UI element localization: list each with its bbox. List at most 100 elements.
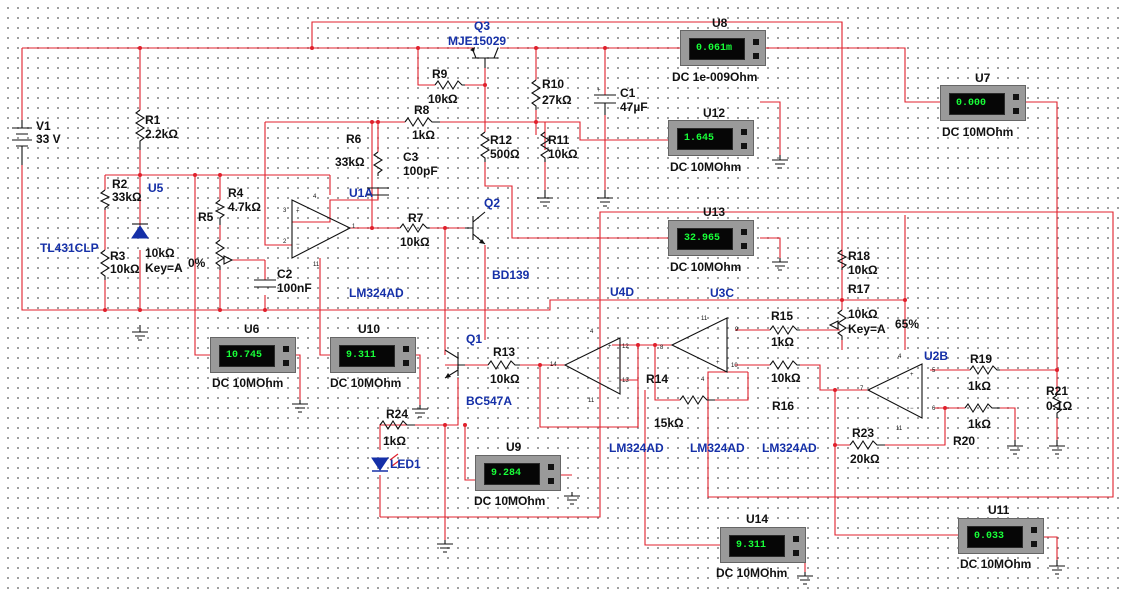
resistors[interactable] xyxy=(99,79,1063,451)
svg-text:−: − xyxy=(910,406,914,412)
meter-u14-reading: 9.311 xyxy=(736,540,767,551)
resistor-icon xyxy=(679,394,715,406)
resistor-icon xyxy=(99,249,111,280)
op-amps[interactable]: 3 2 4 11 1 +− 12 13 4 11 14 +− 9 10 8 11… xyxy=(283,194,936,432)
r2-value: 33kΩ xyxy=(112,190,142,204)
ground-icon xyxy=(1049,440,1065,455)
resistor-icon xyxy=(769,359,800,371)
pin-11: 11 xyxy=(896,426,903,432)
q3-part: MJE15029 xyxy=(448,34,506,48)
meter-u14-name: U14 xyxy=(746,512,769,526)
junctions xyxy=(103,46,1059,447)
meter-u11-reading: 0.033 xyxy=(974,531,1005,542)
r12-value: 500Ω xyxy=(490,147,520,161)
resistor-icon xyxy=(539,131,551,162)
meter-u14[interactable]: 9.311 xyxy=(720,527,806,563)
meter-u6-name: U6 xyxy=(244,322,260,336)
ground-icon xyxy=(412,405,428,418)
r18-ref: R18 xyxy=(848,249,870,263)
r3-ref: R3 xyxy=(110,249,126,263)
r9-value: 10kΩ xyxy=(428,92,458,106)
meter-u10-setting: DC 10MOhm xyxy=(330,376,402,390)
r10-ref: R10 xyxy=(542,77,564,91)
meter-u11[interactable]: 0.033 xyxy=(958,518,1044,554)
meter-u8[interactable]: 0.061m xyxy=(680,30,766,66)
r6-ref: R6 xyxy=(346,132,362,146)
c1-value: 47µF xyxy=(620,100,648,114)
meter-u6[interactable]: 10.745 xyxy=(210,337,296,373)
r7-ref: R7 xyxy=(408,211,424,225)
q1-part: BC547A xyxy=(466,394,512,408)
transistor-q1-icon xyxy=(444,349,465,379)
u2b-ref: U2B xyxy=(924,349,948,363)
meter-u12-setting: DC 10MOhm xyxy=(670,160,742,174)
r16-ref: R16 xyxy=(772,399,794,413)
ground-icon xyxy=(537,190,553,207)
resistor-icon xyxy=(849,439,885,451)
meter-u7[interactable]: 0.000 xyxy=(940,85,1026,121)
meter-u9[interactable]: 9.284 xyxy=(475,455,561,491)
r14-value: 15kΩ xyxy=(654,416,684,430)
r19-value: 1kΩ xyxy=(968,379,991,393)
pin-11: 11 xyxy=(701,316,708,322)
resistor-icon xyxy=(487,359,520,371)
pin-4: 4 xyxy=(898,354,902,360)
r17-pct: 65% xyxy=(895,317,919,331)
r9-ref: R9 xyxy=(432,67,448,81)
pin-14: 14 xyxy=(550,362,557,368)
wires xyxy=(21,21,1114,572)
pin-4: 4 xyxy=(313,194,317,200)
meter-u8-reading: 0.061m xyxy=(696,43,733,54)
ground-icon xyxy=(797,572,813,585)
u3c-ref: U3C xyxy=(710,286,734,300)
capacitor-icon xyxy=(254,279,276,288)
labels: V1 33 V R1 2.2kΩ R2 33kΩ U5 TL431CLP R3 … xyxy=(36,19,1073,471)
meter-u9-name: U9 xyxy=(506,440,522,454)
pin-4: 4 xyxy=(590,329,594,335)
ground-icon xyxy=(1049,560,1065,575)
svg-text:+: + xyxy=(296,209,300,215)
pin-12: 12 xyxy=(622,344,629,350)
q2-part: BD139 xyxy=(492,268,530,282)
transistors[interactable] xyxy=(444,47,499,379)
r3-value: 10kΩ xyxy=(110,262,140,276)
meter-u10-reading: 9.311 xyxy=(346,350,377,361)
meter-u14-setting: DC 10MOhm xyxy=(716,566,788,580)
meter-u13[interactable]: 32.965 xyxy=(668,220,754,256)
ground-icon xyxy=(292,400,308,413)
capacitors[interactable]: + xyxy=(12,88,616,288)
resistor-icon xyxy=(836,249,848,270)
resistor-icon xyxy=(530,79,542,110)
r13-ref: R13 xyxy=(493,345,515,359)
u5-part: TL431CLP xyxy=(40,241,99,255)
ground-icon xyxy=(437,540,453,553)
r19-ref: R19 xyxy=(970,352,992,366)
meter-u8-setting: DC 1e-009Ohm xyxy=(672,70,758,84)
capacitor-icon xyxy=(594,94,616,115)
v1-ref: V1 xyxy=(36,119,51,133)
meter-u12-reading: 1.645 xyxy=(684,133,715,144)
ground-icon xyxy=(1007,440,1023,455)
resistor-icon xyxy=(399,222,430,234)
r5-key: Key=A xyxy=(145,261,183,275)
tl431-icon xyxy=(131,225,149,239)
pin-2: 2 xyxy=(283,239,287,245)
meter-u13-name: U13 xyxy=(703,205,726,219)
grounds xyxy=(132,155,1065,585)
meter-u7-setting: DC 10MOhm xyxy=(942,125,1014,139)
c1-ref: C1 xyxy=(620,86,636,100)
r14-ref: R14 xyxy=(646,372,668,386)
opamp-u4d-icon: 12 13 4 11 14 +− xyxy=(550,329,629,404)
r20-ref: R20 xyxy=(953,434,975,448)
meter-u10[interactable]: 9.311 xyxy=(330,337,416,373)
svg-text:+: + xyxy=(597,88,601,94)
meter-u11-name: U11 xyxy=(988,503,1010,517)
diodes[interactable] xyxy=(131,223,401,472)
r5-ref: R5 xyxy=(198,210,214,224)
pin-8: 8 xyxy=(660,345,664,351)
r18-value: 10kΩ xyxy=(848,263,878,277)
pin-9: 9 xyxy=(735,327,739,333)
meter-u12[interactable]: 1.645 xyxy=(668,120,754,156)
r5-value: 10kΩ xyxy=(145,246,175,260)
